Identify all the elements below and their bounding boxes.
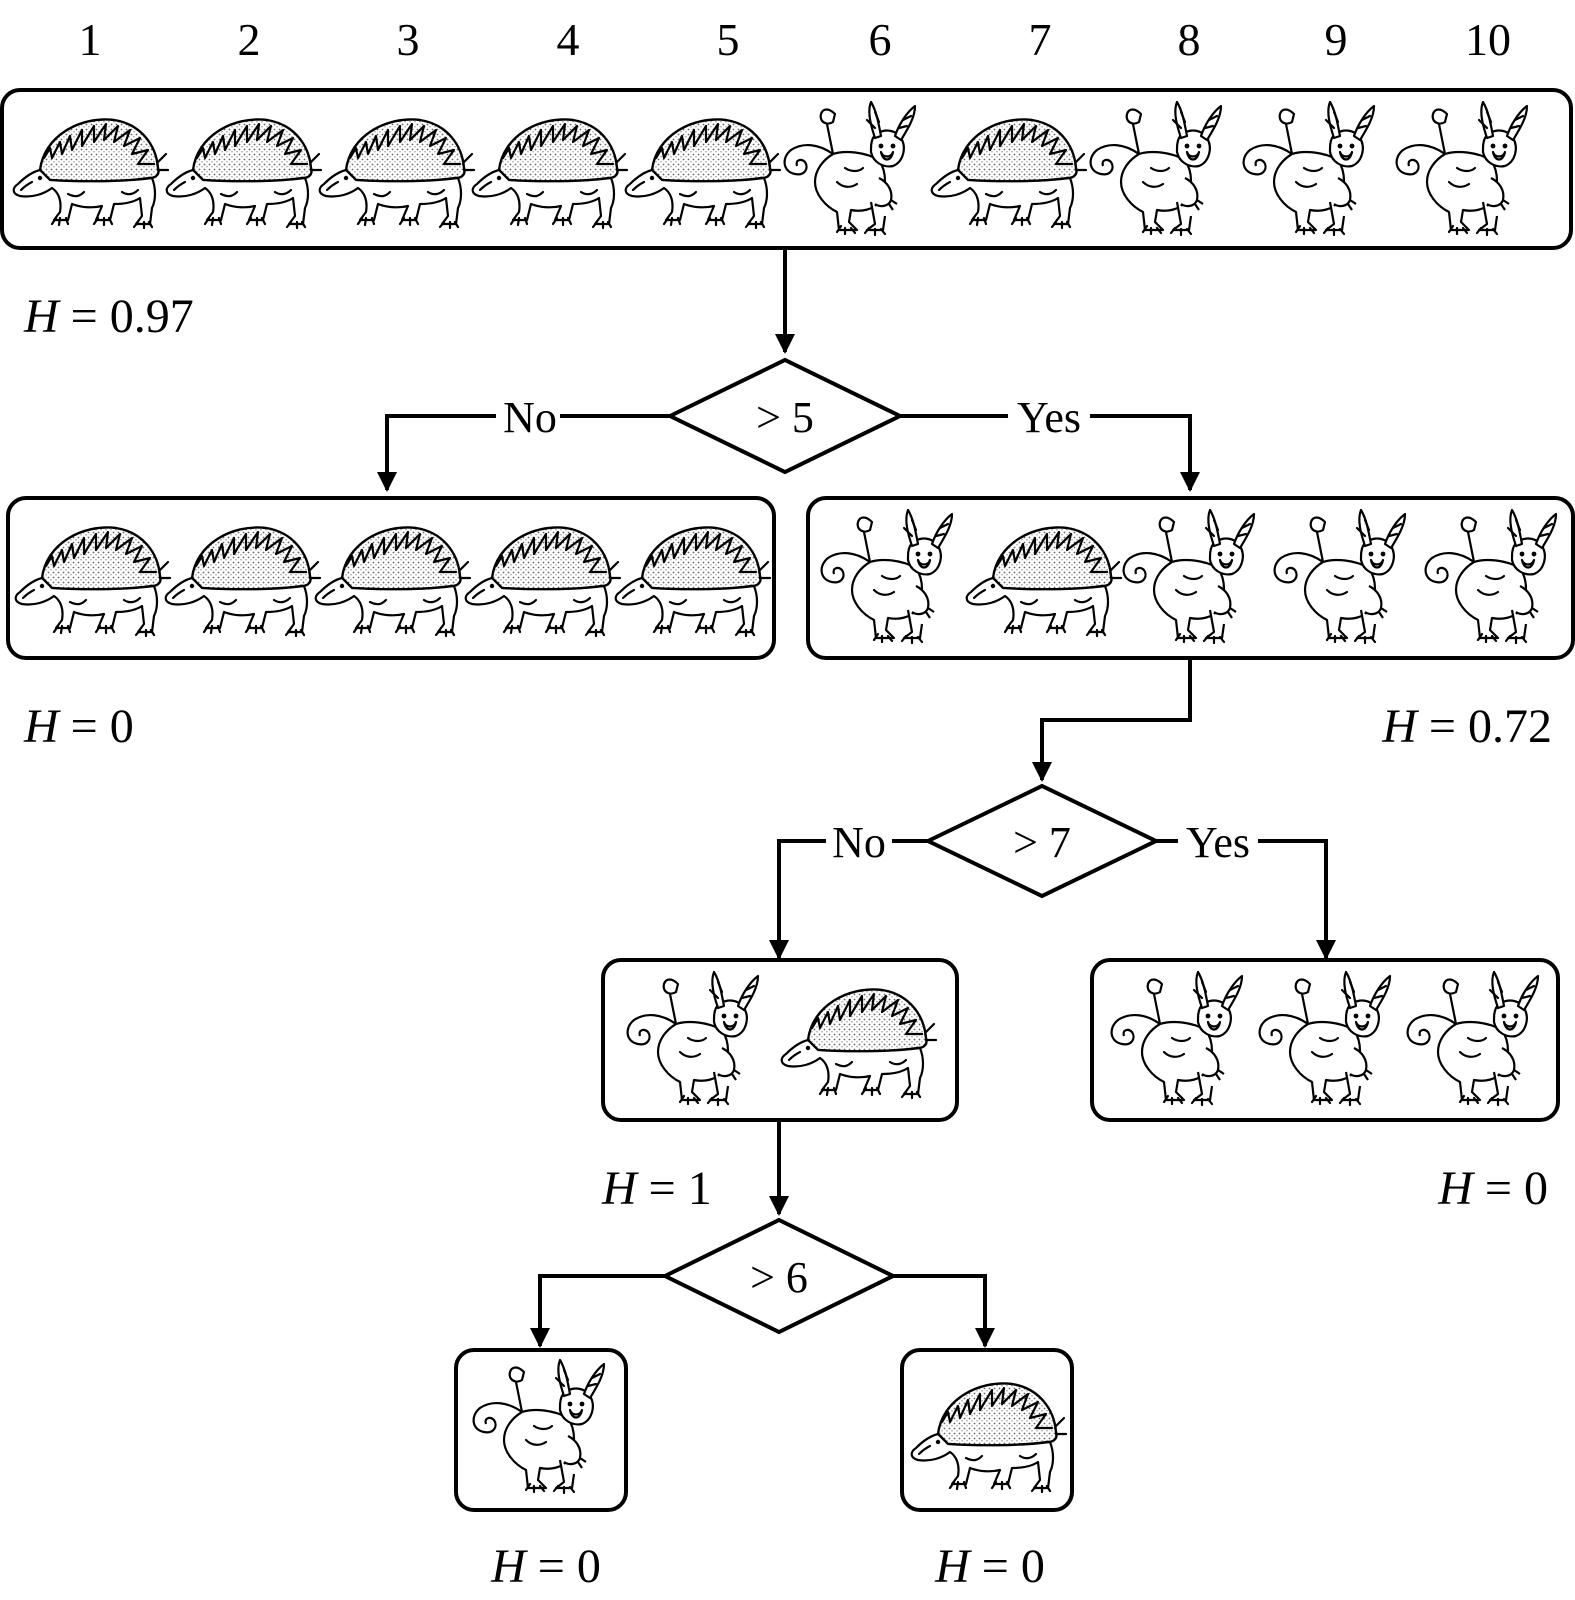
split1-no-label: No bbox=[503, 393, 557, 442]
split1-no-arrow bbox=[377, 414, 496, 492]
right1-entropy-label: H = 0.72 bbox=[1381, 700, 1552, 753]
position-number: 9 bbox=[1325, 14, 1348, 65]
position-number: 3 bbox=[397, 14, 420, 65]
position-numbers: 1 2 3 4 5 6 7 8 9 10 bbox=[79, 14, 1512, 65]
right2-entropy-label: H = 0 bbox=[1437, 1162, 1548, 1215]
left3-entropy-label: H = 0 bbox=[490, 1540, 601, 1593]
split2-yes-label: Yes bbox=[1186, 818, 1250, 867]
right1-to-split2-arrow bbox=[1032, 658, 1192, 782]
position-number: 4 bbox=[557, 14, 580, 65]
root-entropy-label: H = 0.97 bbox=[23, 290, 194, 343]
position-number: 5 bbox=[717, 14, 740, 65]
split3-right-arrow bbox=[893, 1274, 995, 1348]
split2-condition: > 7 bbox=[1013, 818, 1071, 867]
split2-no-label: No bbox=[832, 818, 886, 867]
split1-condition: > 5 bbox=[756, 393, 814, 442]
split1-yes-label: Yes bbox=[1017, 393, 1081, 442]
position-number: 6 bbox=[869, 14, 892, 65]
split2-no-arrow bbox=[769, 839, 826, 960]
position-number: 2 bbox=[238, 14, 261, 65]
position-number: 1 bbox=[79, 14, 102, 65]
right3-entropy-label: H = 0 bbox=[934, 1540, 1045, 1593]
left1-entropy-label: H = 0 bbox=[23, 700, 134, 753]
position-number: 7 bbox=[1029, 14, 1052, 65]
split3-condition: > 6 bbox=[750, 1253, 808, 1302]
position-number: 10 bbox=[1465, 14, 1511, 65]
split2-yes-arrow bbox=[1258, 839, 1336, 960]
position-number: 8 bbox=[1178, 14, 1201, 65]
split3-left-arrow bbox=[530, 1274, 665, 1348]
split1-yes-arrow bbox=[1090, 414, 1200, 492]
left2-entropy-label: H = 1 bbox=[601, 1162, 712, 1215]
